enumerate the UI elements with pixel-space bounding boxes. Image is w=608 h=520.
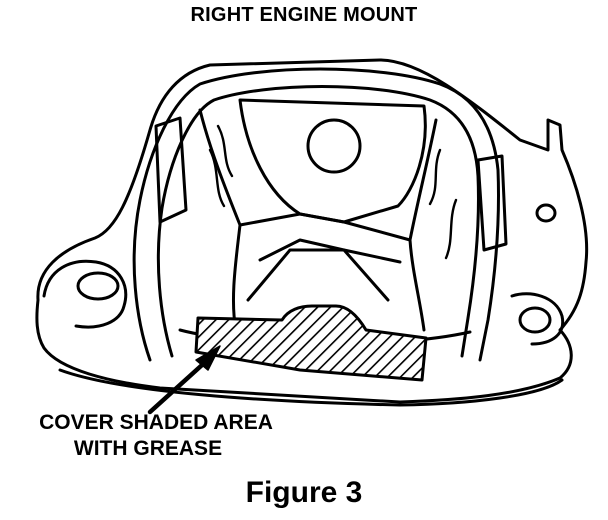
- callout-label-line1: COVER SHADED AREA: [39, 411, 273, 434]
- inner-strap: [156, 85, 481, 358]
- insulator-left-flank: [198, 108, 242, 332]
- callout-label-line2: WITH GREASE: [73, 437, 223, 460]
- wedge-mid: [258, 238, 402, 264]
- boss-top: [238, 98, 427, 224]
- figure-caption: Figure 3: [245, 476, 363, 509]
- wedge-peak: [246, 248, 390, 302]
- right-ear: [510, 292, 565, 346]
- texture-right: [428, 148, 458, 260]
- base-plate: [35, 58, 589, 404]
- texture-left: [208, 124, 234, 208]
- callout-arrow: [147, 345, 221, 415]
- right-bolt-hole: [518, 306, 552, 334]
- center-stud: [306, 118, 362, 174]
- base-flange: [58, 368, 564, 407]
- diagram-title: RIGHT ENGINE MOUNT: [190, 4, 418, 26]
- left-clamp: [154, 116, 188, 224]
- wedge-upper: [238, 212, 412, 242]
- left-ear: [42, 259, 128, 329]
- right-clamp: [476, 154, 508, 252]
- tab-hole: [535, 203, 557, 223]
- grease-shaded-area: [194, 304, 428, 382]
- outer-strap: [132, 67, 501, 362]
- left-bolt-hole: [76, 271, 120, 301]
